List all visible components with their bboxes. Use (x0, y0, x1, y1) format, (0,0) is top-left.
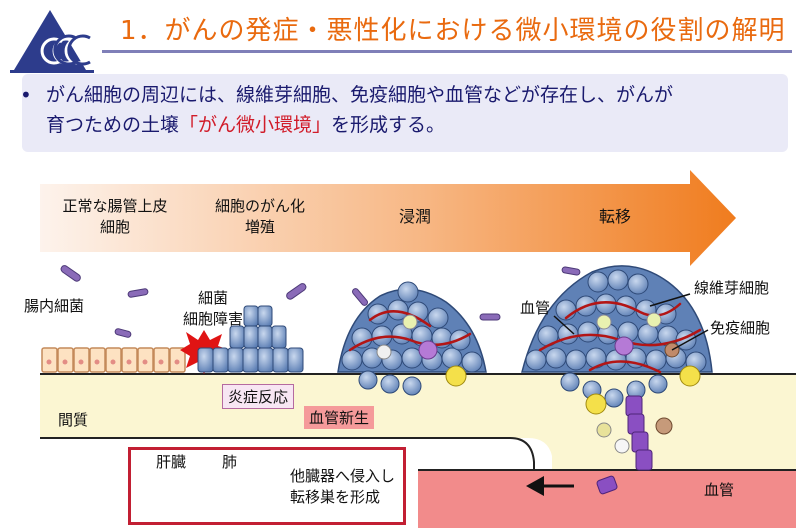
stage-metastasis-line-1: 転移 (598, 207, 631, 226)
early-tumor (197, 305, 304, 373)
metastasis-text-line-1: 他臓器へ侵入し (290, 467, 396, 485)
page-title: 1．がんの発症・悪性化における微小環境の役割の解明 (120, 16, 786, 46)
normal-epithelium (41, 347, 186, 373)
stage-carcinogenesis-line-2: 増殖 (244, 218, 275, 236)
progression-arrow (40, 170, 736, 266)
lung-label: 肺 (222, 453, 238, 471)
stage-carcinogenesis-line-1: 細胞のがん化 (214, 197, 305, 215)
summary-bullet: • がん細胞の周辺には、線維芽細胞、免疫細胞や血管などが存在し、がんが 育つため… (20, 80, 786, 140)
summary-line-2: 育つための土壌「がん微小環境」を形成する。 (46, 110, 786, 140)
summary-line-2-suffix: を形成する。 (331, 114, 446, 136)
metastasis-box (128, 447, 406, 525)
gut-bacteria-label: 腸内細菌 (24, 297, 85, 315)
stage-normal-epithelium-line-2: 細胞 (99, 218, 130, 236)
bacteria-damage-line-1: 細菌 (197, 289, 228, 307)
inflammation-tag: 炎症反応 (222, 384, 295, 409)
angiogenesis-tag: 血管新生 (304, 406, 375, 429)
bottom-blood-vessel-label: 血管 (704, 481, 735, 499)
bullet-dot: • (20, 83, 32, 107)
metastatic-tumor (521, 265, 713, 495)
title-divider (102, 50, 792, 53)
invading-tumor (337, 281, 487, 396)
stage-invasion-line-1: 浸潤 (398, 207, 431, 226)
metastasis-text-line-2: 転移巣を形成 (290, 488, 381, 506)
blood-vessel-label: 血管 (520, 299, 551, 317)
stroma-lower (40, 438, 796, 470)
summary-panel (22, 74, 788, 152)
summary-line-2-prefix: 育つための土壌 (46, 114, 180, 136)
fibroblast-label: 線維芽細胞 (694, 279, 770, 297)
liver-label: 肝臓 (156, 453, 187, 471)
stage-normal-epithelium: 正常な腸管上皮 細胞 (44, 196, 186, 238)
migration-arrow (526, 476, 574, 496)
stage-invasion: 浸潤 (380, 206, 450, 227)
summary-highlight: 「がん微小環境」 (179, 114, 332, 136)
stage-normal-epithelium-line-1: 正常な腸管上皮 (62, 197, 168, 215)
stage-carcinogenesis: 細胞のがん化 増殖 (196, 196, 324, 238)
stroma-label: 間質 (58, 411, 89, 429)
summary-line-1: がん細胞の周辺には、線維芽細胞、免疫細胞や血管などが存在し、がんが (46, 84, 674, 106)
stage-metastasis: 転移 (580, 206, 650, 227)
logo (10, 10, 94, 73)
immune-cell-label: 免疫細胞 (710, 319, 771, 337)
bacteria-damage-label: 細菌 細胞障害 (168, 288, 258, 330)
gut-bacteria (60, 265, 581, 338)
bacteria-damage-line-2: 細胞障害 (182, 310, 243, 328)
metastasis-text: 他臓器へ侵入し 転移巣を形成 (290, 466, 395, 508)
